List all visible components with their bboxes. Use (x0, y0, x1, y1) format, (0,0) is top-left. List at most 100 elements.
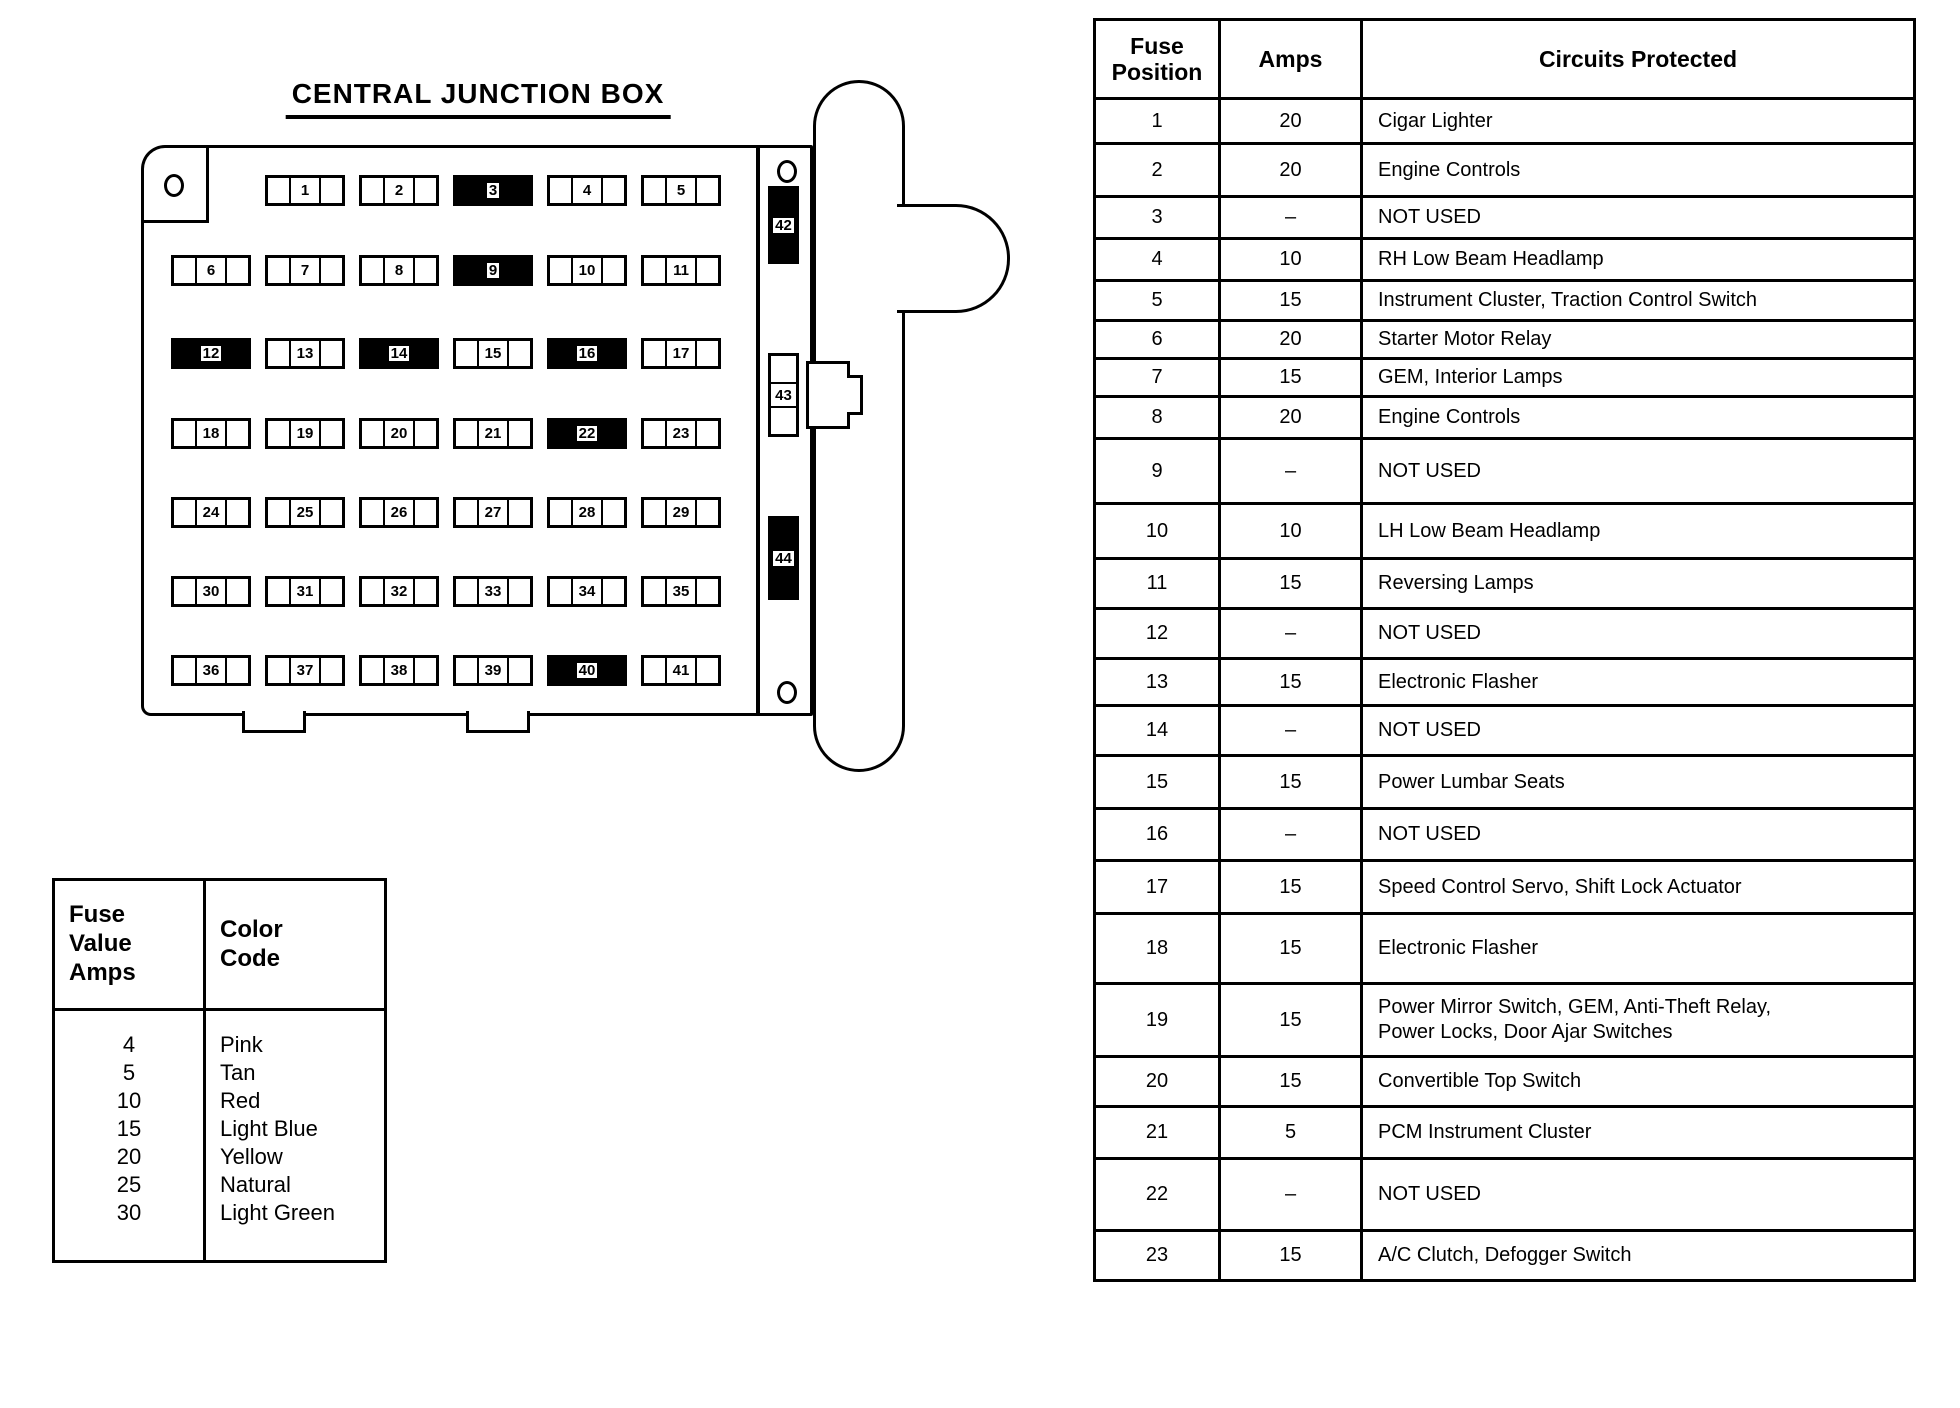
fuse-30: 30 (171, 576, 251, 607)
fuse-11: 11 (641, 255, 721, 286)
amps-cell: 15 (1218, 912, 1363, 985)
amps-cell: 15 (1218, 657, 1363, 707)
header-fuse-position: Fuse Position (1093, 18, 1221, 100)
circuit-cell: NOT USED (1360, 195, 1916, 240)
fuse-7: 7 (265, 255, 345, 286)
fuse-14: 14 (359, 338, 439, 369)
diagram-title: CENTRAL JUNCTION BOX (285, 78, 671, 119)
mounting-notch (466, 711, 530, 733)
amps-cell: – (1218, 195, 1363, 240)
fuse-27: 27 (453, 497, 533, 528)
legend-amps-list: 4 5 10 15 20 25 30 (52, 1008, 206, 1263)
fuse-36: 36 (171, 655, 251, 686)
amps-cell: 15 (1218, 557, 1363, 610)
legend-header-color-code: Color Code (203, 878, 387, 1011)
fuse-24: 24 (171, 497, 251, 528)
fuse-5: 5 (641, 175, 721, 206)
circuit-cell: Electronic Flasher (1360, 657, 1916, 707)
circuit-cell: LH Low Beam Headlamp (1360, 502, 1916, 560)
amps-cell: 15 (1218, 1229, 1363, 1282)
legend-colors-list: Pink Tan Red Light Blue Yellow Natural L… (203, 1008, 387, 1263)
amps-cell: 5 (1218, 1105, 1363, 1160)
fuse-position-cell: 3 (1093, 195, 1221, 240)
table-row: 14–NOT USED (1093, 704, 1916, 757)
fuse-position-cell: 8 (1093, 395, 1221, 440)
fuse-26: 26 (359, 497, 439, 528)
fuse-position-cell: 5 (1093, 279, 1221, 322)
amps-cell: 20 (1218, 395, 1363, 440)
header-amps: Amps (1218, 18, 1363, 100)
fuse-2: 2 (359, 175, 439, 206)
fuse-29: 29 (641, 497, 721, 528)
fuse-position-cell: 14 (1093, 704, 1221, 757)
amps-cell: – (1218, 607, 1363, 660)
fuse-18: 18 (171, 418, 251, 449)
fuse-12: 12 (171, 338, 251, 369)
corner-mount-plate (142, 146, 209, 223)
fuse-3: 3 (453, 175, 533, 206)
fuse-13: 13 (265, 338, 345, 369)
amps-cell: 15 (1218, 859, 1363, 915)
fuse-41: 41 (641, 655, 721, 686)
fuse-position-cell: 23 (1093, 1229, 1221, 1282)
fuse-35: 35 (641, 576, 721, 607)
fuse-position-cell: 11 (1093, 557, 1221, 610)
circuit-cell: NOT USED (1360, 1157, 1916, 1232)
amps-cell: 15 (1218, 1055, 1363, 1108)
mounting-hole-icon (777, 681, 797, 704)
fuse-position-cell: 21 (1093, 1105, 1221, 1160)
fuse-position-cell: 13 (1093, 657, 1221, 707)
fuse-28: 28 (547, 497, 627, 528)
fuse-position-cell: 16 (1093, 807, 1221, 862)
fuse-42: 42 (768, 186, 799, 264)
mounting-hole-icon (164, 174, 184, 197)
fuse-20: 20 (359, 418, 439, 449)
amps-cell: 10 (1218, 237, 1363, 282)
mounting-notch (242, 711, 306, 733)
fuse-position-cell: 22 (1093, 1157, 1221, 1232)
fuse-position-cell: 20 (1093, 1055, 1221, 1108)
circuit-cell: Speed Control Servo, Shift Lock Actuator (1360, 859, 1916, 915)
fuse-17: 17 (641, 338, 721, 369)
circuit-cell: NOT USED (1360, 437, 1916, 505)
circuit-cell: NOT USED (1360, 607, 1916, 660)
circuit-cell: Power Mirror Switch, GEM, Anti-Theft Rel… (1360, 982, 1916, 1058)
fuse-40: 40 (547, 655, 627, 686)
fuse-position-cell: 9 (1093, 437, 1221, 505)
fuse-position-cell: 6 (1093, 319, 1221, 360)
fuse-6: 6 (171, 255, 251, 286)
amps-cell: 15 (1218, 982, 1363, 1058)
amps-cell: 15 (1218, 357, 1363, 398)
table-row: 9–NOT USED (1093, 437, 1916, 505)
connector-tab (897, 204, 1010, 313)
fuse-position-cell: 1 (1093, 97, 1221, 145)
fuse-position-cell: 17 (1093, 859, 1221, 915)
fuse-9: 9 (453, 255, 533, 286)
amps-cell: 20 (1218, 142, 1363, 198)
circuit-cell: RH Low Beam Headlamp (1360, 237, 1916, 282)
fuse-4: 4 (547, 175, 627, 206)
fuse-31: 31 (265, 576, 345, 607)
circuit-cell: Convertible Top Switch (1360, 1055, 1916, 1108)
amps-cell: 20 (1218, 97, 1363, 145)
header-circuits-protected: Circuits Protected (1360, 18, 1916, 100)
circuit-cell: Starter Motor Relay (1360, 319, 1916, 360)
fuse-15: 15 (453, 338, 533, 369)
fuse-16: 16 (547, 338, 627, 369)
fuse-25: 25 (265, 497, 345, 528)
fuse-position-cell: 10 (1093, 502, 1221, 560)
circuit-cell: A/C Clutch, Defogger Switch (1360, 1229, 1916, 1282)
table-row: 22–NOT USED (1093, 1157, 1916, 1232)
circuit-cell: Power Lumbar Seats (1360, 754, 1916, 810)
